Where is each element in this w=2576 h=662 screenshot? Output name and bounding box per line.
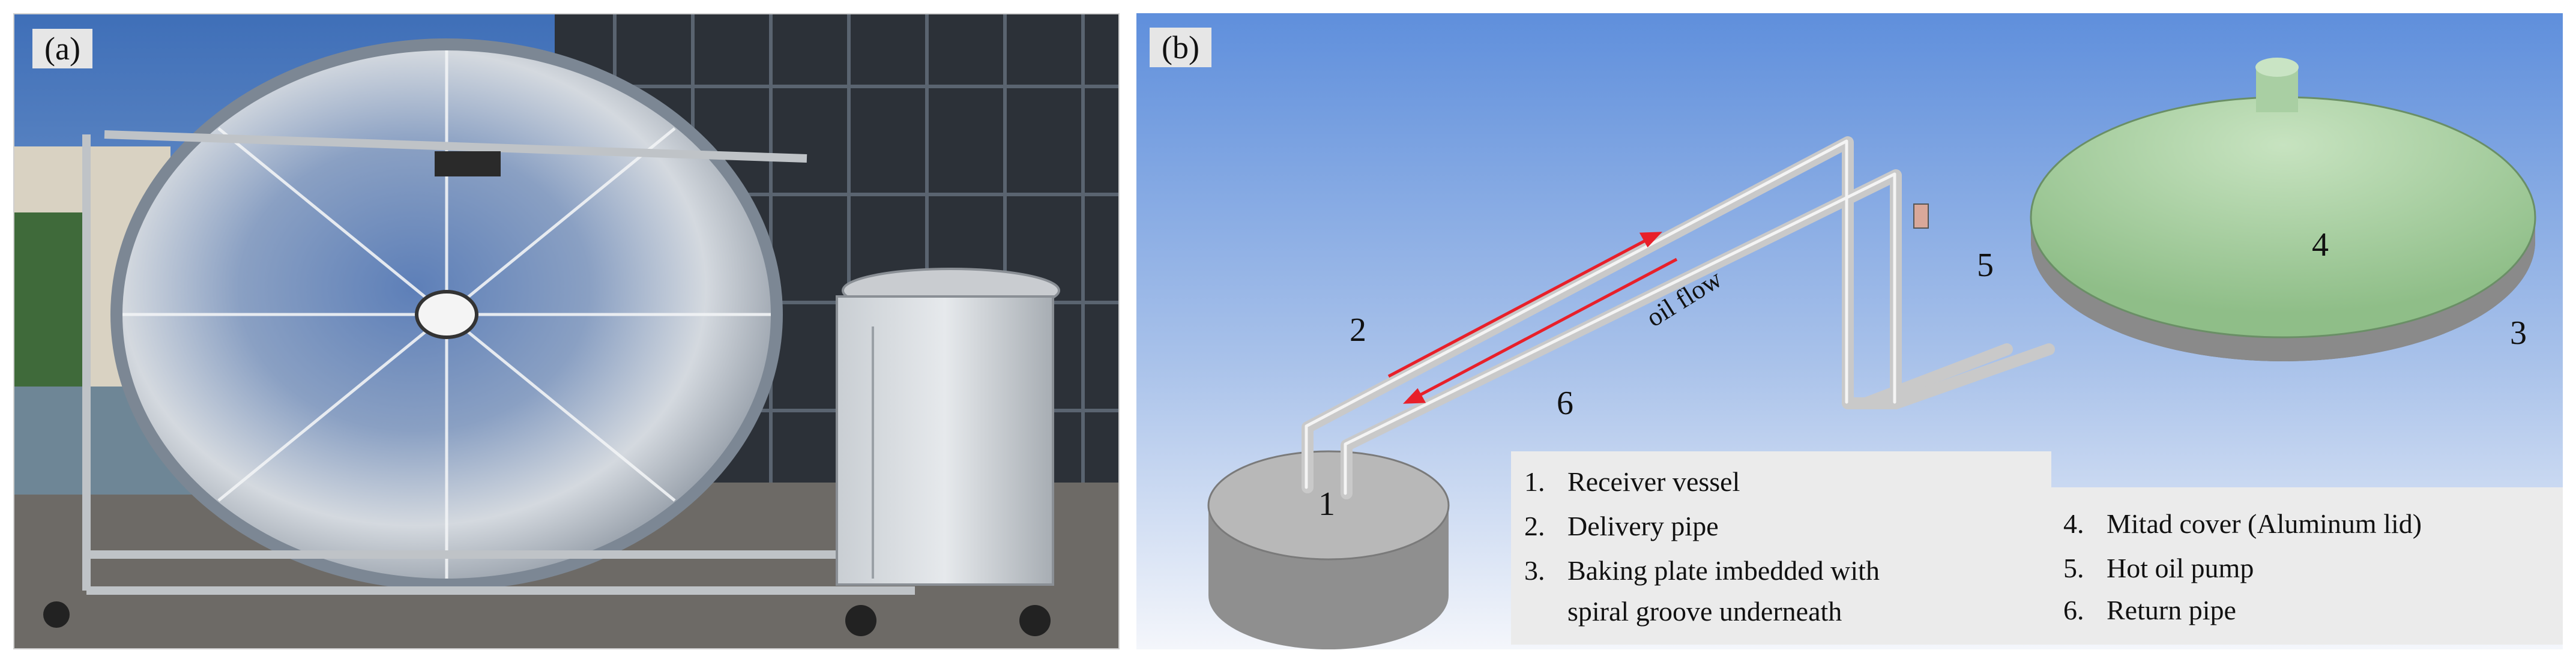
legend-item-4: 4.Mitad cover (Aluminum lid) bbox=[2063, 508, 2422, 539]
legend-item-3: 3.Baking plate imbedded with bbox=[1524, 555, 1880, 586]
legend-item-5: 5.Hot oil pump bbox=[2063, 553, 2254, 583]
label-5: 5 bbox=[1977, 247, 1994, 284]
legend-left: 1.Receiver vessel 2.Delivery pipe 3.Baki… bbox=[1511, 451, 2051, 645]
label-1: 1 bbox=[1318, 486, 1335, 523]
label-3: 3 bbox=[2510, 314, 2527, 352]
panel-a-tag: (a) bbox=[32, 29, 92, 68]
mitad-cover-shape bbox=[2030, 58, 2536, 361]
legend-item-3-cont: spiral groove underneath bbox=[1567, 596, 1842, 627]
schematic-panel-b: (b) oil flow 2 6 1 5 4 3 1.Receiver vess… bbox=[1136, 13, 2563, 649]
legend-item-6: 6.Return pipe bbox=[2063, 595, 2236, 625]
receiver-vessel-shape bbox=[1207, 450, 1450, 649]
label-2: 2 bbox=[1350, 311, 1366, 349]
label-4: 4 bbox=[2312, 226, 2329, 263]
panel-b-tag: (b) bbox=[1150, 28, 1211, 67]
legend-item-2: 2.Delivery pipe bbox=[1524, 511, 1719, 541]
solar-concentrator-photo bbox=[14, 14, 1118, 648]
photo-panel-a: (a) bbox=[13, 13, 1120, 649]
legend-item-1: 1.Receiver vessel bbox=[1524, 466, 1740, 497]
legend-right: 4.Mitad cover (Aluminum lid) 5.Hot oil p… bbox=[2051, 487, 2563, 645]
label-6: 6 bbox=[1557, 385, 1573, 422]
